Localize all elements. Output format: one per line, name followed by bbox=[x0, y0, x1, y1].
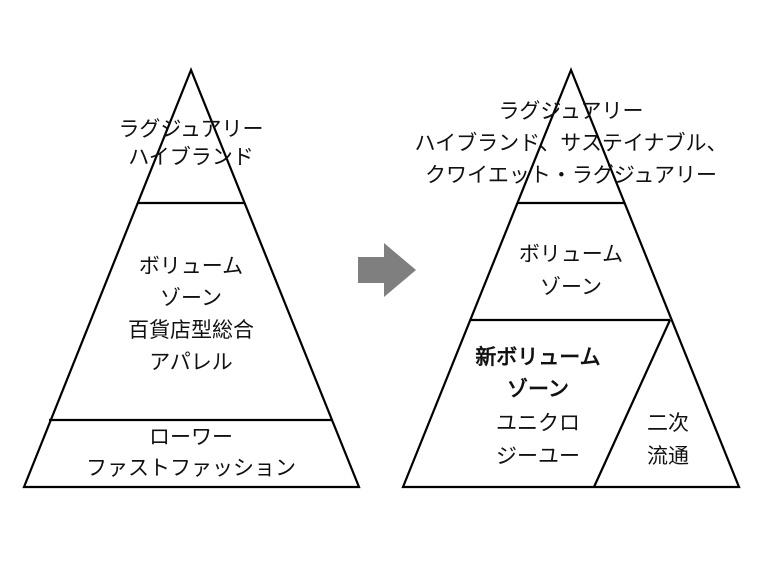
left-middle-line-3: 百貨店型総合 bbox=[128, 318, 254, 342]
left-middle-line-1: ボリューム bbox=[139, 254, 243, 278]
left-top-line-2: ハイブランド bbox=[128, 145, 254, 169]
left-pyramid-outline bbox=[22, 67, 361, 489]
left-bottom-line-1: ローワー bbox=[149, 425, 233, 449]
gu-label: ジーユー bbox=[496, 444, 580, 468]
secondary-distribution-line-1: 二次 bbox=[647, 411, 689, 435]
right-bottom-right-label: 二次 流通 bbox=[647, 411, 689, 468]
left-middle-label: ボリューム ゾーン 百貨店型総合 アパレル bbox=[128, 254, 254, 374]
right-pyramid-outline bbox=[401, 67, 741, 489]
right-middle-label: ボリューム ゾーン bbox=[519, 242, 623, 299]
right-top-label: ラグジュアリー ハイブランド、サステイナブル、 クワイエット・ラグジュアリー bbox=[415, 99, 728, 187]
right-bottom-left-label: 新ボリューム ゾーン ユニクロ ジーユー bbox=[475, 345, 600, 468]
right-top-line-2: ハイブランド、サステイナブル、 bbox=[415, 131, 728, 155]
left-bottom-line-2: ファストファッション bbox=[86, 456, 296, 480]
left-middle-line-4: アパレル bbox=[149, 350, 233, 374]
right-arrow-icon bbox=[358, 243, 416, 297]
left-middle-line-2: ゾーン bbox=[160, 286, 222, 310]
right-middle-line-1: ボリューム bbox=[519, 242, 623, 266]
left-top-label: ラグジュアリー ハイブランド bbox=[118, 117, 263, 169]
new-volume-zone-line-2: ゾーン bbox=[507, 377, 569, 401]
right-divider-diagonal bbox=[592, 319, 672, 488]
right-top-line-1: ラグジュアリー bbox=[498, 99, 643, 123]
right-top-line-3: クワイエット・ラグジュアリー bbox=[425, 163, 717, 187]
right-middle-line-2: ゾーン bbox=[540, 275, 602, 299]
new-volume-zone-line-1: 新ボリューム bbox=[475, 345, 600, 369]
uniqlo-label: ユニクロ bbox=[496, 411, 580, 435]
right-pyramid: ラグジュアリー ハイブランド、サステイナブル、 クワイエット・ラグジュアリー ボ… bbox=[401, 67, 741, 489]
left-top-line-1: ラグジュアリー bbox=[118, 117, 263, 141]
secondary-distribution-line-2: 流通 bbox=[647, 444, 689, 468]
left-bottom-label: ローワー ファストファッション bbox=[86, 425, 296, 480]
left-pyramid: ラグジュアリー ハイブランド ボリューム ゾーン 百貨店型総合 アパレル ローワ… bbox=[22, 67, 361, 489]
